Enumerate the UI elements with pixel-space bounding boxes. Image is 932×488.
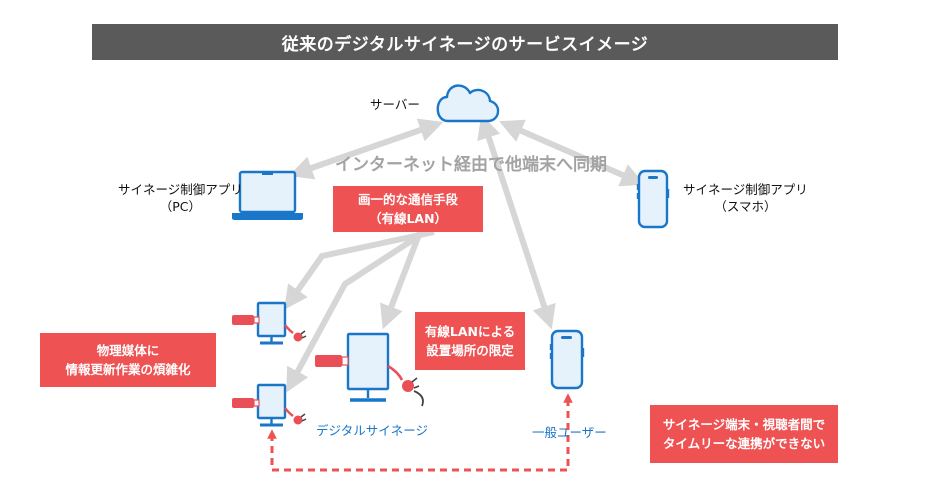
arrow-server-monitor1 [284,229,435,310]
pc-app-line2: （PC） [159,199,202,214]
usb-stick-icon [232,398,260,408]
callout-no-link-line2: タイムリーな連携ができない [662,436,826,451]
laptop-icon [232,170,303,220]
pc-app-label: サイネージ制御アプリ （PC） [118,181,243,215]
arrow-server-user [477,114,556,330]
phone-app-label: サイネージ制御アプリ （スマホ） [683,181,808,215]
callout-physical-media-line2: 情報更新作業の煩雑化 [65,362,191,377]
callout-no-link: サイネージ端末・視聴者間で タイムリーな連携ができない [650,405,838,463]
callout-wired-comm-line2: （有線LAN） [368,211,448,226]
callout-physical-media-line1: 物理媒体に [96,343,160,358]
plug-icon [284,324,307,342]
signage-monitor-icon [346,332,390,402]
arrow-server-pc [288,118,444,180]
sync-text: インターネット経由で他端末へ同期 [335,155,607,175]
monitor-icon [256,383,287,427]
phone-app-line2: （スマホ） [714,199,777,214]
user-smartphone-icon [549,329,585,390]
phone-app-line1: サイネージ制御アプリ [683,182,808,197]
callout-no-link-line1: サイネージ端末・視聴者間で [662,417,826,432]
pc-app-line1: サイネージ制御アプリ [118,182,243,197]
monitor-icon [256,301,287,345]
callout-wired-comm-line1: 画一的な通信手段 [357,192,458,207]
callout-location: 有線LANによる 設置場所の限定 [415,312,525,370]
arrow-server-signage [380,230,423,330]
signage-label: デジタルサイネージ [316,423,429,438]
cloud-icon [436,84,500,123]
usb-stick-icon [232,315,260,325]
sync-arrows [284,114,646,393]
server-label: サーバー [370,97,420,112]
callout-wired-comm: 画一的な通信手段 （有線LAN） [333,186,483,232]
user-label: 一般ユーザー [532,425,607,440]
callout-physical-media: 物理媒体に 情報更新作業の煩雑化 [40,333,216,387]
plug-icon [284,407,307,425]
no-link-dashed-path [267,393,573,472]
callout-location-line1: 有線LANによる [424,324,516,339]
page-title: 従来のデジタルサイネージのサービスイメージ [92,24,838,60]
arrow-server-monitor2 [286,229,427,393]
smartphone-icon [636,169,670,229]
plug-icon [387,364,424,407]
callout-location-line2: 設置場所の限定 [426,343,514,358]
usb-stick-icon [315,355,349,367]
